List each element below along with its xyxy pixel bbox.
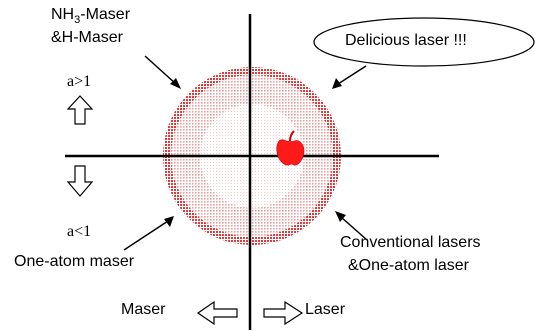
pointer-conventional — [335, 211, 368, 241]
h-maser-label: &H-Maser — [51, 29, 124, 46]
delicious-laser-label: Delicious laser !!! — [345, 32, 467, 49]
one-atom-maser-label: One-atom maser — [14, 253, 135, 270]
nh3-maser-label: NH3-Maser — [51, 6, 130, 26]
speech-bubble — [313, 17, 535, 67]
up-arrow-icon — [66, 95, 94, 125]
one-atom-laser-label: &One-atom laser — [348, 257, 469, 274]
laser-label: Laser — [305, 301, 346, 318]
maser-label: Maser — [121, 301, 166, 318]
pointer-delicious — [332, 65, 367, 89]
apple-icon — [276, 130, 305, 166]
a-greater-than-1-label: a>1 — [67, 73, 92, 90]
pointer-one-atom-maser — [123, 216, 174, 251]
pointer-nh3 — [144, 55, 181, 89]
left-arrow-icon — [196, 300, 238, 326]
right-arrow-icon — [263, 300, 304, 326]
conventional-lasers-label: Conventional lasers — [340, 234, 481, 251]
down-arrow-icon — [66, 165, 94, 197]
nh3-suffix: -Maser — [80, 6, 131, 23]
nh3-prefix: NH — [51, 6, 75, 23]
nh3-subscript: 3 — [74, 14, 81, 27]
a-less-than-1-label: a<1 — [67, 223, 92, 240]
